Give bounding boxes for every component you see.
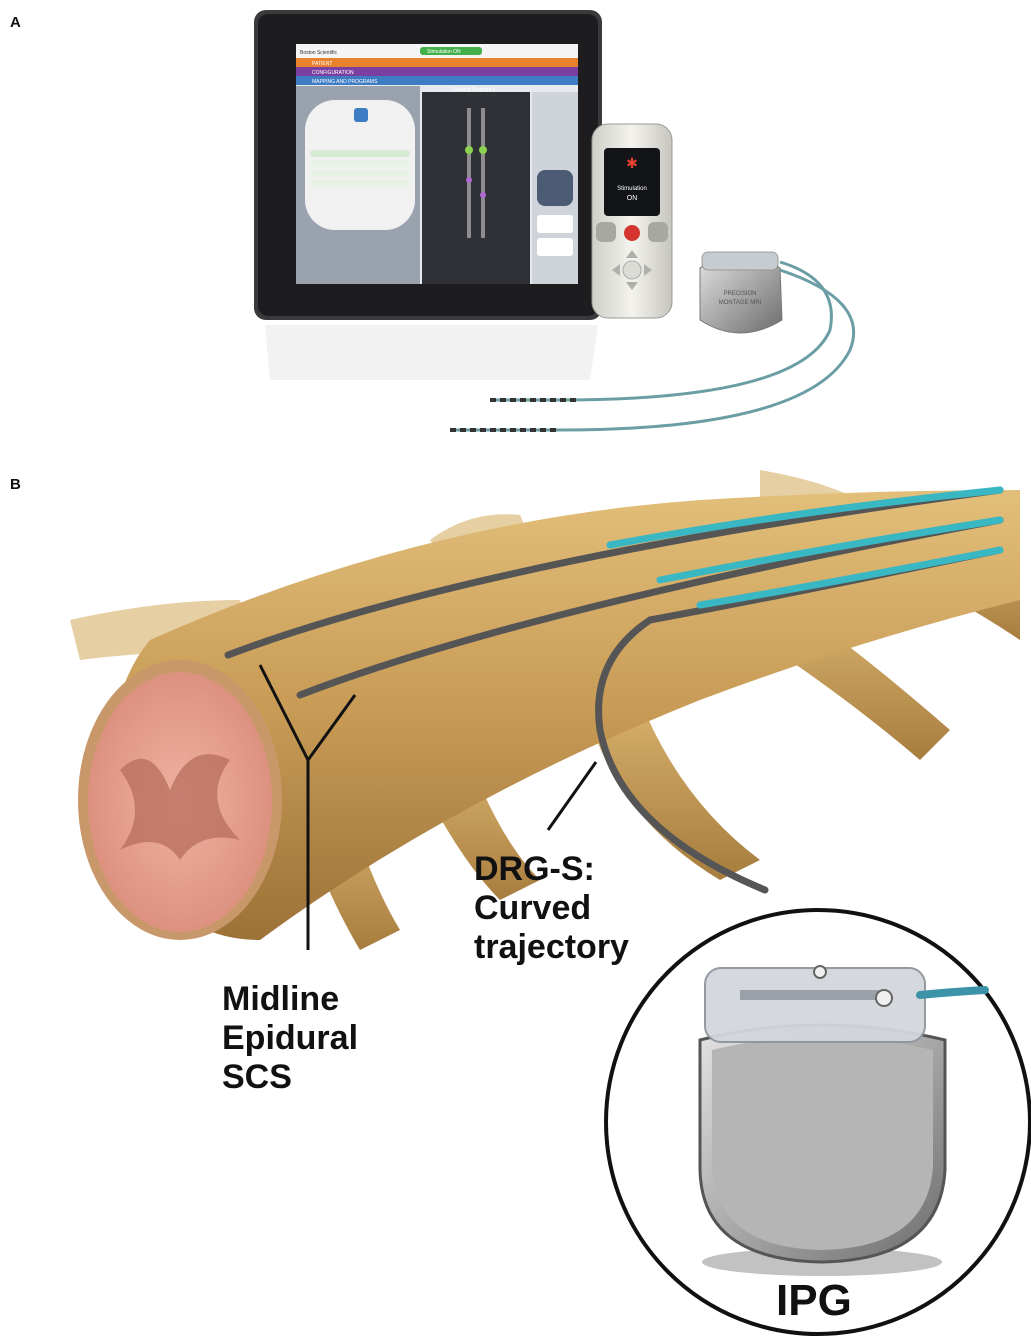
remote-stop-button — [624, 225, 640, 241]
label-drg-line1: DRG-S: — [474, 850, 595, 888]
tablet-brand: Boston Scientific — [300, 50, 337, 56]
panel-letter-a: A — [10, 14, 21, 31]
tablet-menu-3: MAPPING AND PROGRAMS — [312, 79, 378, 85]
ipg-inset — [604, 908, 1031, 1336]
label-midline-line3: SCS — [222, 1058, 292, 1097]
callout-lines — [258, 664, 598, 950]
remote-status-line2: ON — [627, 195, 638, 202]
remote-status-line1: Stimulation — [617, 186, 647, 192]
ipg-small-device — [699, 251, 783, 334]
label-ipg: IPG — [776, 1276, 852, 1325]
leads-panel-a — [450, 260, 856, 432]
tablet-device — [254, 10, 602, 380]
label-drg-line2: Curved — [474, 889, 592, 928]
lead-midline-2 — [296, 516, 1004, 699]
lead-midline-1 — [224, 486, 1004, 659]
tablet-menu-1: PATIENT — [312, 61, 332, 67]
panel-letter-b: B — [10, 476, 21, 493]
ipg-small-line2: MONTAGE MRI — [719, 300, 762, 306]
tablet-menu-2: CONFIGURATION — [312, 70, 354, 76]
label-midline-epidural-scs: Midline Epidural SCS — [222, 980, 358, 1097]
lead-drg-curved — [595, 546, 1004, 894]
tablet-program: Running Program 1 — [452, 87, 496, 93]
label-midline-line1: Midline — [222, 980, 340, 1018]
ipg-small-line1: PRECISION — [723, 291, 756, 297]
label-drg-s: DRG-S: Curved trajectory — [474, 850, 629, 967]
tablet-status: Stimulation ON — [427, 49, 461, 55]
label-drg-line3: trajectory — [474, 928, 629, 967]
remote-control-device: ✱ — [591, 123, 673, 319]
spinal-cord-cross-section — [78, 660, 282, 940]
label-midline-line2: Epidural — [222, 1019, 359, 1058]
svg-text:✱: ✱ — [626, 156, 638, 172]
spinal-canal-body — [114, 490, 1021, 940]
